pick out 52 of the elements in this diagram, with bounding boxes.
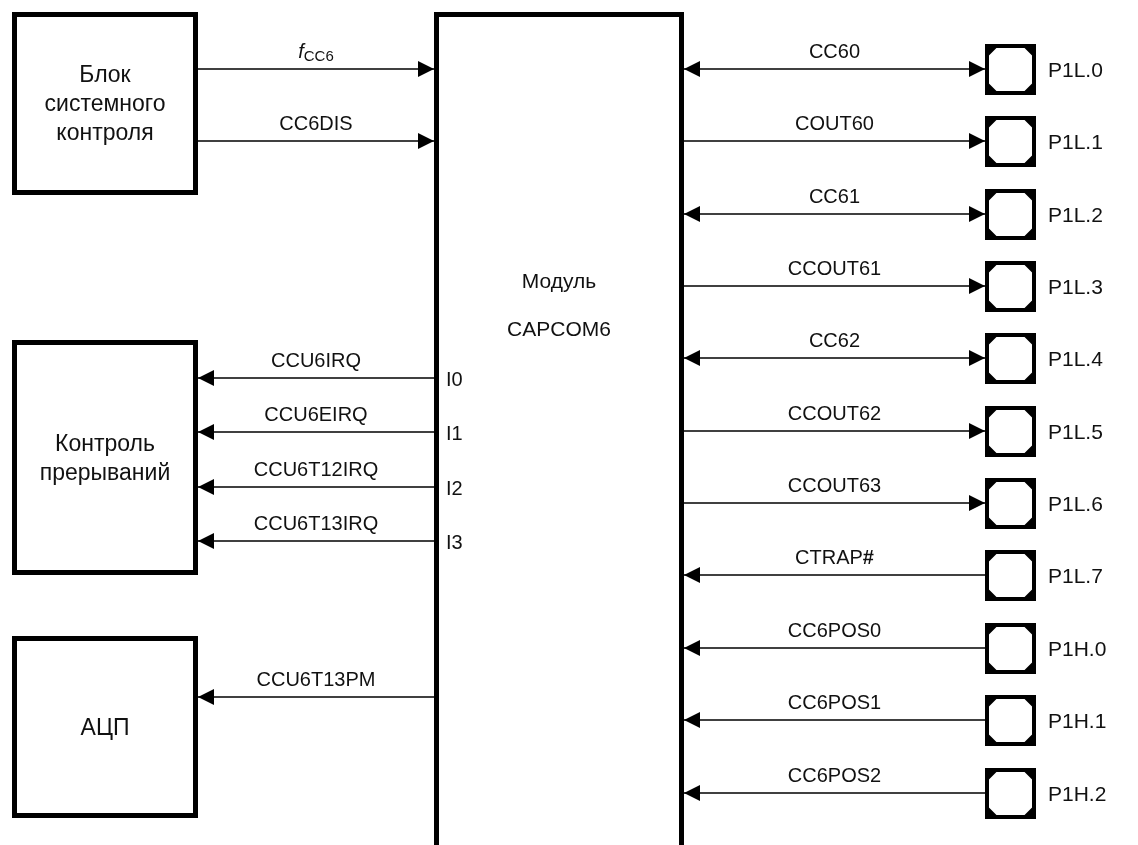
block-title: АЦП	[79, 712, 131, 742]
block-box	[12, 12, 198, 195]
pin-label: P1L.4	[1048, 346, 1103, 371]
pin-pad-symbol	[985, 406, 1036, 457]
port-label: I0	[446, 368, 463, 390]
signal-arrow	[683, 640, 986, 656]
signal-arrow	[197, 370, 435, 386]
pin-pad-symbol	[985, 189, 1036, 240]
signal-arrow	[683, 61, 986, 77]
block-title: Контроль прерываний	[38, 428, 172, 487]
signal-arrow	[683, 567, 986, 583]
pin-pad-symbol	[985, 44, 1036, 95]
signal-arrow	[683, 133, 986, 149]
signal-arrow	[683, 785, 986, 801]
port-label: I3	[446, 531, 463, 553]
signal-arrow	[197, 133, 435, 149]
signal-arrow	[683, 712, 986, 728]
port-label: I1	[446, 422, 463, 444]
pin-label: P1L.6	[1048, 491, 1103, 516]
pin-label: P1H.2	[1048, 781, 1107, 806]
signal-arrow	[683, 495, 986, 511]
signal-arrow	[683, 206, 986, 222]
pin-pad-symbol	[985, 333, 1036, 384]
pin-label: P1L.5	[1048, 419, 1103, 444]
pin-pad-symbol	[985, 623, 1036, 674]
block-title: Блок системного контроля	[43, 60, 167, 147]
block-box	[12, 340, 198, 575]
pin-pad-symbol	[985, 768, 1036, 819]
pin-pad-symbol	[985, 695, 1036, 746]
pin-pad-symbol	[985, 116, 1036, 167]
pin-label: P1H.0	[1048, 636, 1107, 661]
pin-label: P1L.7	[1048, 563, 1103, 588]
pin-label: P1L.2	[1048, 202, 1103, 227]
signal-arrow	[683, 350, 986, 366]
port-label: I2	[446, 477, 463, 499]
pin-label: P1L.1	[1048, 129, 1103, 154]
signal-arrow	[197, 61, 435, 77]
block-box	[12, 636, 198, 818]
signal-arrow	[197, 479, 435, 495]
pin-pad-symbol	[985, 261, 1036, 312]
pin-pad-symbol	[985, 478, 1036, 529]
signal-arrow	[197, 689, 435, 705]
module-title: Модуль CAPCOM6	[506, 268, 612, 342]
module-box	[434, 12, 684, 845]
signal-arrow	[683, 278, 986, 294]
signal-arrow	[197, 533, 435, 549]
pin-label: P1H.1	[1048, 708, 1107, 733]
signal-arrow	[197, 424, 435, 440]
pin-label: P1L.3	[1048, 274, 1103, 299]
pin-label: P1L.0	[1048, 57, 1103, 82]
signal-arrow	[683, 423, 986, 439]
pin-pad-symbol	[985, 550, 1036, 601]
